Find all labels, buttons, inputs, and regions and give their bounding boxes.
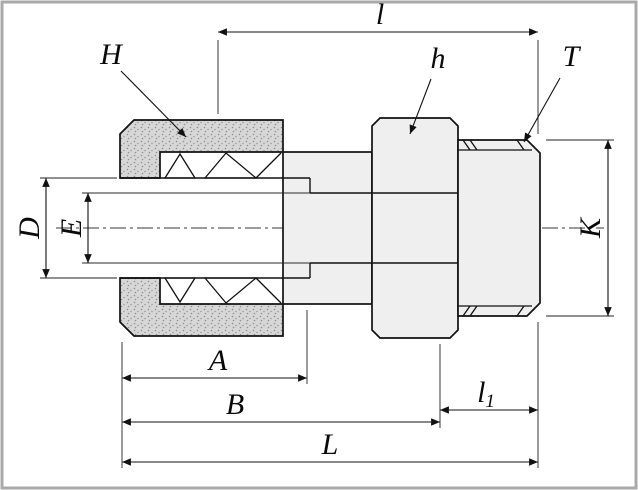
- dim-T: T: [523, 40, 582, 143]
- label-dim-D: D: [13, 217, 46, 240]
- threaded-end: [457, 139, 541, 317]
- label-dim-A: A: [207, 344, 228, 377]
- dim-E: E: [55, 192, 310, 264]
- thread-tick: [516, 305, 525, 317]
- thread-tick: [516, 139, 525, 151]
- leader-line: [523, 77, 561, 143]
- thread-tick: [462, 139, 471, 151]
- body-neck: [282, 151, 373, 305]
- leader-line: [409, 78, 432, 135]
- dim-B: B: [122, 344, 441, 428]
- label-dim-l1-main: l: [477, 376, 485, 409]
- dim-L: L: [122, 428, 538, 466]
- label-dim-l: l: [376, 0, 384, 31]
- seat-line-top: [255, 152, 282, 179]
- dim-A: A: [121, 310, 308, 468]
- label-dim-l1-subscript: 1: [485, 391, 495, 412]
- dim-l: l: [217, 0, 539, 134]
- label-dim-h: h: [431, 42, 446, 75]
- dim-H: H: [99, 38, 187, 138]
- fitting-body: [119, 117, 541, 339]
- leader-line: [120, 70, 187, 138]
- label-dim-K: K: [574, 216, 607, 239]
- dim-K: K: [546, 139, 614, 317]
- bores: [120, 177, 458, 279]
- label-dim-T: T: [563, 40, 582, 73]
- thread-tick: [469, 139, 478, 151]
- label-dim-B: B: [226, 388, 244, 421]
- thread-tick: [469, 305, 478, 317]
- label-dim-L: L: [321, 428, 339, 461]
- thread-tick: [462, 305, 471, 317]
- seat-line-bottom: [255, 277, 282, 304]
- dim-l1: l1: [440, 322, 539, 468]
- label-dim-l1: l1: [477, 376, 495, 412]
- dim-h: h: [409, 42, 446, 135]
- dim-D: D: [13, 177, 117, 279]
- label-dim-E: E: [55, 219, 88, 238]
- label-dim-H: H: [99, 38, 124, 71]
- hex-body: [371, 117, 459, 339]
